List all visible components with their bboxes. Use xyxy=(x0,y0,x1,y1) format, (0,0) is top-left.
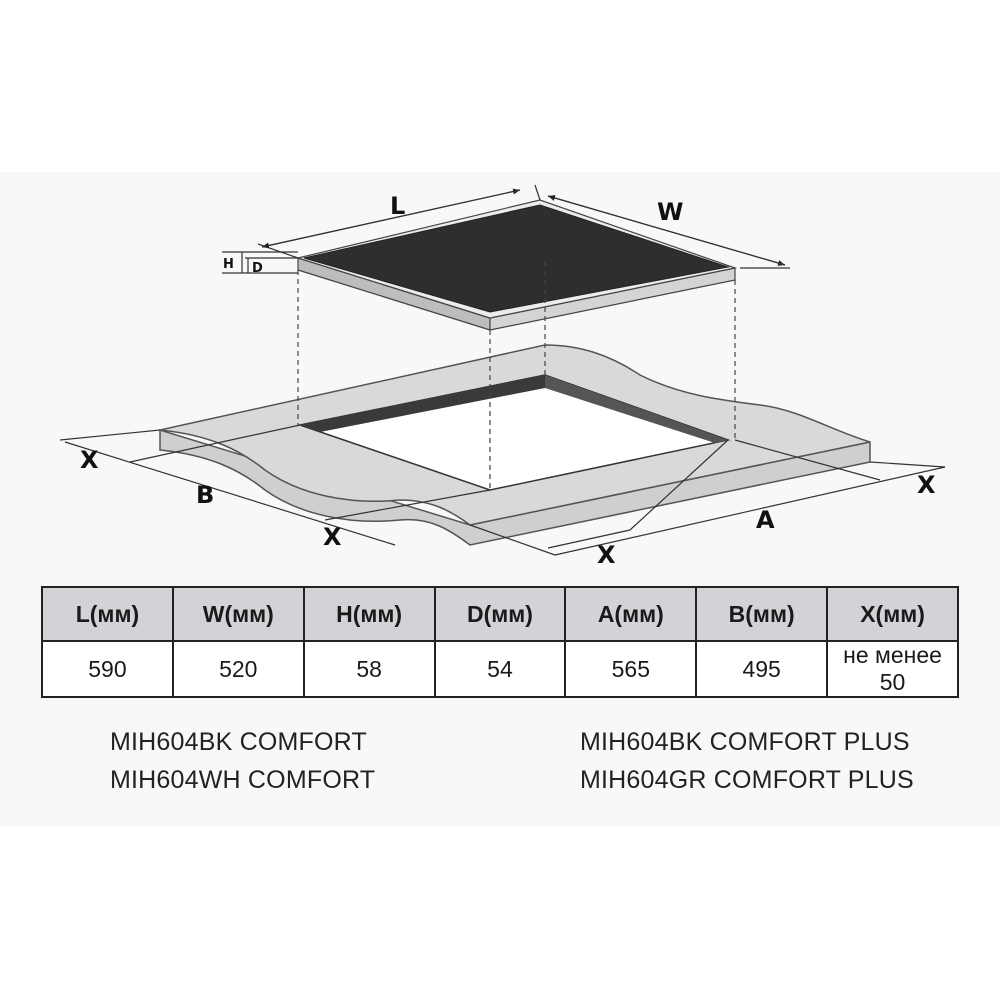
value-cell-B: 495 xyxy=(695,640,829,698)
value-cell-H: 58 xyxy=(302,640,436,698)
label-X-right: X xyxy=(917,471,936,499)
projection-lines xyxy=(297,262,736,490)
model-name: MIH604BK COMFORT xyxy=(110,728,367,756)
header-cell-L: L(мм) xyxy=(41,586,174,642)
value-cell-D: 54 xyxy=(433,640,567,698)
label-X-left: X xyxy=(80,446,99,474)
model-name: MIH604WH COMFORT xyxy=(110,766,376,794)
model-name: MIH604BK COMFORT PLUS xyxy=(580,728,910,756)
label-H: H xyxy=(223,257,234,272)
hob-unit xyxy=(295,199,738,331)
header-cell-W: W(мм) xyxy=(171,586,305,642)
model-list-right: MIH604BK COMFORT PLUS MIH604GR COMFORT P… xyxy=(580,723,914,799)
label-L: L xyxy=(390,192,405,220)
model-list-left: MIH604BK COMFORT MIH604WH COMFORT xyxy=(110,723,375,799)
value-cell-X: не менее 50 xyxy=(826,640,959,698)
label-D: D xyxy=(252,261,263,276)
countertop xyxy=(159,344,871,546)
dimension-lines-bottom xyxy=(59,424,946,556)
label-X-front-left: X xyxy=(323,523,342,551)
header-cell-A: A(мм) xyxy=(564,586,698,642)
value-cell-L: 590 xyxy=(41,640,174,698)
label-W: W xyxy=(657,198,683,226)
header-cell-B: B(мм) xyxy=(695,586,829,642)
header-cell-H: H(мм) xyxy=(302,586,436,642)
label-X-front-right: X xyxy=(597,541,616,569)
dimensions-table: L(мм) W(мм) H(мм) D(мм) A(мм) B(мм) X(мм… xyxy=(41,586,959,698)
label-A: A xyxy=(756,506,775,534)
model-name: MIH604GR COMFORT PLUS xyxy=(580,766,914,794)
dimension-lines-top xyxy=(222,184,790,274)
header-cell-D: D(мм) xyxy=(433,586,567,642)
value-cell-A: 565 xyxy=(564,640,698,698)
table-header-row: L(мм) W(мм) H(мм) D(мм) A(мм) B(мм) X(мм… xyxy=(41,586,959,642)
label-B: B xyxy=(196,481,214,509)
value-cell-W: 520 xyxy=(171,640,305,698)
table-row: 590 520 58 54 565 495 не менее 50 xyxy=(41,640,959,698)
header-cell-X: X(мм) xyxy=(826,586,959,642)
